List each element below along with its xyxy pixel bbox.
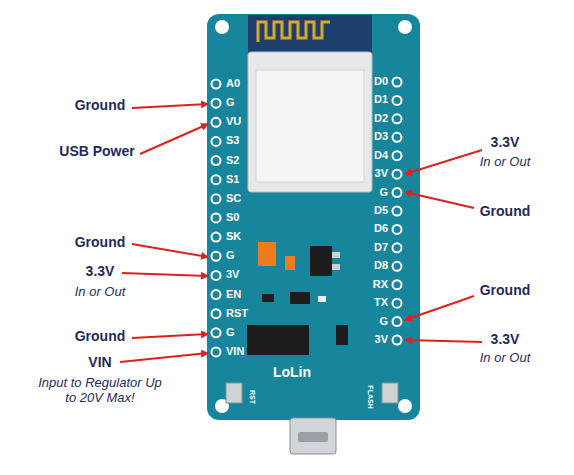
pin-name: A0 [226, 77, 240, 90]
pin-name: EN [226, 288, 241, 301]
pin-name: VU [226, 115, 241, 128]
pin-name: S0 [226, 211, 239, 224]
callout-label: 3.3V [86, 263, 115, 279]
callout-note: Input to Regulator Up to 20V Max! [38, 376, 163, 406]
pin-name: SC [226, 192, 241, 205]
callout-label: 3.3V [491, 331, 520, 347]
leader-arrows [120, 104, 482, 362]
pin-name: VIN [226, 345, 244, 358]
callout-label: Ground [75, 328, 126, 344]
pin-name: RX [373, 278, 388, 291]
pin-name: S1 [226, 173, 239, 186]
callout-note: In or Out [480, 351, 531, 366]
antenna-area [248, 15, 372, 55]
callout-label: Ground [75, 97, 126, 113]
pin-name: D1 [374, 93, 388, 106]
callout-label: Ground [480, 282, 531, 298]
pin-name: D3 [374, 130, 388, 143]
callout-label: VIN [88, 354, 111, 370]
antenna-trace [258, 22, 330, 42]
orange-component [258, 242, 276, 266]
pcb [207, 14, 420, 420]
pin-name: G [226, 326, 235, 339]
pin-name: D8 [374, 259, 388, 272]
pin-name: G [226, 249, 235, 262]
esp-module-shield [248, 52, 372, 192]
pin-name: 3V [375, 333, 388, 346]
pin-name: S2 [226, 154, 239, 167]
pin-name: S3 [226, 134, 239, 147]
pin-name: SK [226, 230, 241, 243]
pin-name: G [226, 96, 235, 109]
board-brand: LoLin [273, 364, 311, 380]
button-label: RST [248, 390, 256, 404]
usb-serial-chip [247, 325, 309, 355]
pin-name: RST [226, 307, 248, 320]
callout-label: USB Power [59, 143, 134, 159]
pin-name: D4 [374, 149, 388, 162]
flash-button [382, 383, 398, 403]
pin-holes [212, 78, 402, 357]
pin-name: TX [374, 296, 388, 309]
button-label: FLASH [366, 385, 374, 408]
pin-name: G [379, 315, 388, 328]
callout-label: Ground [75, 234, 126, 250]
pin-name: D5 [374, 204, 388, 217]
callout-note: In or Out [480, 155, 531, 170]
pin-name: 3V [226, 268, 239, 281]
pin-name: D6 [374, 222, 388, 235]
callout-label: Ground [480, 203, 531, 219]
pin-name: G [379, 186, 388, 199]
callout-note: In or Out [75, 285, 126, 300]
pin-name: 3V [375, 167, 388, 180]
voltage-regulator [310, 246, 332, 276]
pin-name: D0 [374, 75, 388, 88]
reset-button [226, 383, 242, 403]
pin-name: D7 [374, 241, 388, 254]
micro-usb-port [290, 418, 336, 454]
pin-name: D2 [374, 112, 388, 125]
callout-label: 3.3V [491, 134, 520, 150]
